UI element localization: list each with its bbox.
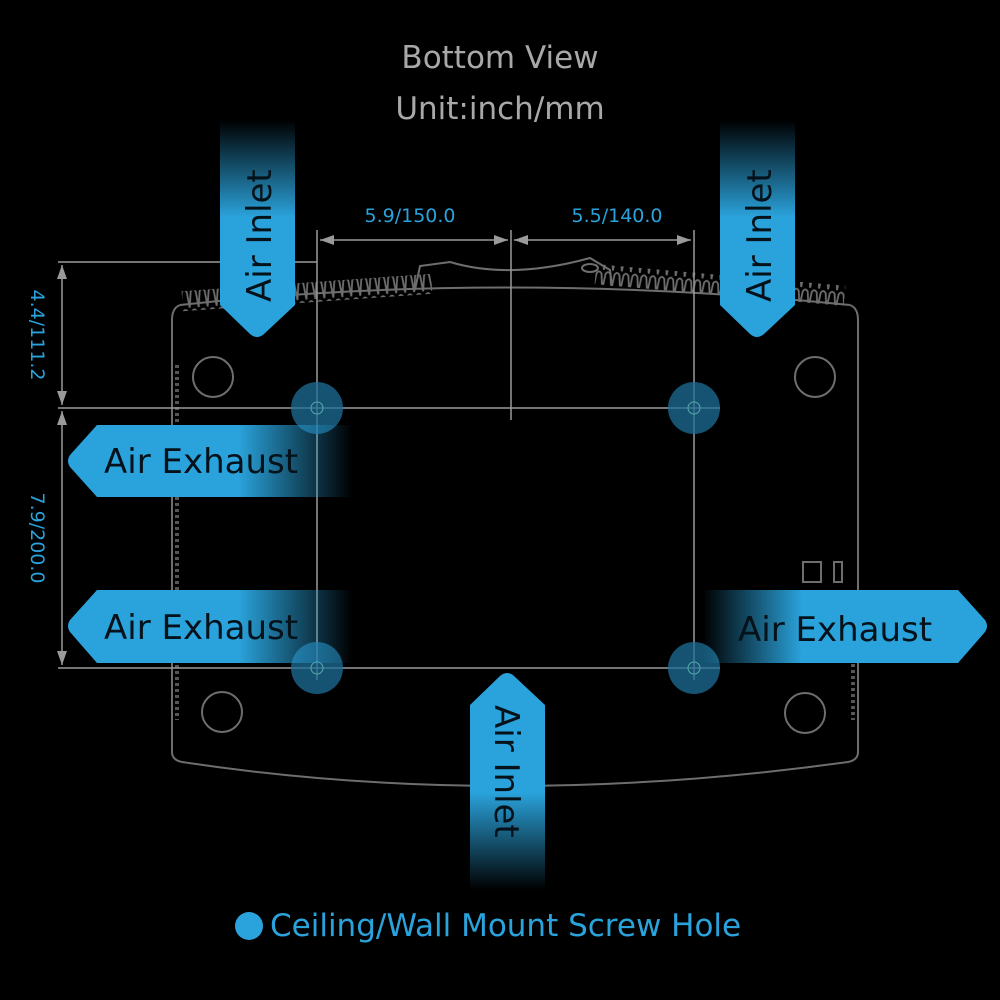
- arrow-up-icon: [470, 673, 545, 890]
- air-exhaust-left-lower: Air Exhaust: [68, 590, 352, 663]
- air-inlet-top-left: Air Inlet: [220, 120, 295, 337]
- screw-hole: [291, 382, 343, 434]
- arrow-down-icon: [220, 120, 295, 337]
- dimension-top-left: 5.9/150.0: [364, 205, 455, 227]
- air-inlet-label: Air Inlet: [740, 169, 780, 302]
- dimension-top-right: 5.5/140.0: [571, 205, 662, 227]
- air-inlet-label: Air Inlet: [486, 705, 526, 838]
- legend-label: Ceiling/Wall Mount Screw Hole: [270, 908, 741, 944]
- air-exhaust-label: Air Exhaust: [104, 442, 298, 482]
- foot-circle: [192, 356, 234, 398]
- foot-circle: [201, 691, 243, 733]
- air-exhaust-label: Air Exhaust: [738, 610, 932, 650]
- arrow-down-icon: [720, 120, 795, 337]
- screw-hole-legend-icon: [235, 912, 263, 940]
- air-inlet-bottom: Air Inlet: [470, 673, 545, 890]
- legend: Ceiling/Wall Mount Screw Hole: [235, 908, 741, 944]
- air-exhaust-right: Air Exhaust: [703, 590, 987, 663]
- foot-circle: [784, 692, 826, 734]
- screw-holes: [291, 382, 720, 694]
- air-exhaust-label: Air Exhaust: [104, 608, 298, 648]
- arrow-left-icon: [68, 590, 352, 663]
- air-inlet-label: Air Inlet: [240, 169, 280, 302]
- air-exhaust-left-upper: Air Exhaust: [68, 425, 352, 497]
- diagram-title: Bottom View: [401, 40, 598, 76]
- foot-circle: [794, 356, 836, 398]
- dimension-left-lower: 7.9/200.0: [26, 492, 48, 583]
- arrow-right-icon: [703, 590, 987, 663]
- air-inlet-top-right: Air Inlet: [720, 120, 795, 337]
- unit-label: Unit:inch/mm: [395, 91, 604, 127]
- screw-hole: [668, 382, 720, 434]
- arrow-left-icon: [68, 425, 352, 497]
- dimension-left-upper: 4.4/111.2: [26, 289, 48, 380]
